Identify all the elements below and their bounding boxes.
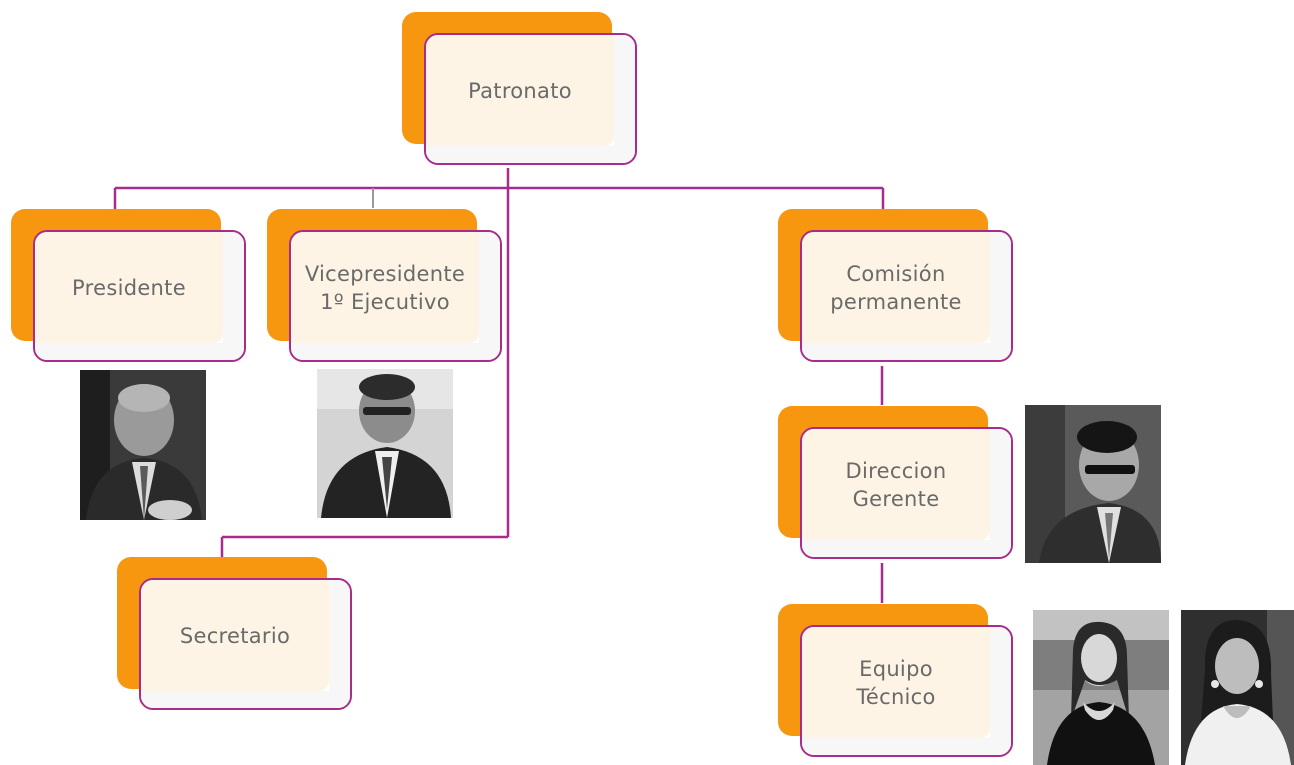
equipo-tecnico-photo-2 bbox=[1181, 610, 1294, 765]
node-label: Vicepresidente 1º Ejecutivo bbox=[304, 261, 466, 314]
node-box: Secretario bbox=[139, 578, 352, 710]
node-label: Direccion Gerente bbox=[845, 458, 947, 511]
node-label: Patronato bbox=[468, 78, 572, 103]
node-label: Comisión permanente bbox=[830, 261, 962, 314]
presidente-photo bbox=[80, 370, 206, 520]
person-photo-icon bbox=[80, 370, 206, 520]
person-photo-icon bbox=[317, 369, 453, 518]
person-photo-icon bbox=[1033, 610, 1169, 765]
node-box: Presidente bbox=[33, 230, 246, 362]
equipo-tecnico-photo-1 bbox=[1033, 610, 1169, 765]
node-label: Secretario bbox=[179, 623, 291, 648]
node-box: Equipo Técnico bbox=[800, 625, 1013, 757]
person-photo-icon bbox=[1181, 610, 1294, 765]
node-label: Presidente bbox=[72, 275, 186, 300]
person-photo-icon bbox=[1025, 405, 1161, 563]
vicepresidente-photo bbox=[317, 369, 453, 518]
node-box: Patronato bbox=[424, 33, 637, 165]
node-box: Vicepresidente 1º Ejecutivo bbox=[289, 230, 502, 362]
node-box: Direccion Gerente bbox=[800, 427, 1013, 559]
node-label: Equipo Técnico bbox=[856, 656, 936, 709]
direccion-gerente-photo bbox=[1025, 405, 1161, 563]
node-box: Comisión permanente bbox=[800, 230, 1013, 362]
